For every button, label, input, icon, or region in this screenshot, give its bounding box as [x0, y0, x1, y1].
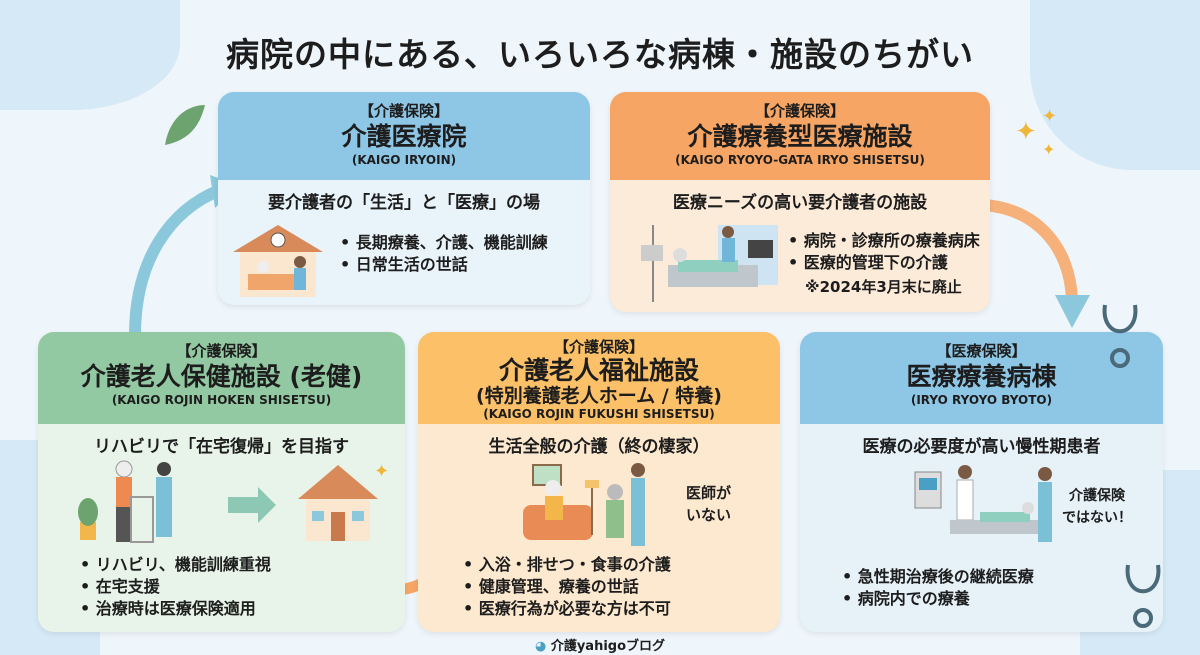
- note-line: 介護保険: [1069, 488, 1125, 504]
- insurance-tag: 【介護保険】: [553, 338, 644, 356]
- bullet-item: 医療行為が必要な方は不可: [463, 598, 671, 620]
- facility-lead: 要介護者の「生活」と「医療」の場: [268, 193, 540, 213]
- bullet-list: 入浴・排せつ・食事の介護 健康管理、療養の世話 医療行為が必要な方は不可: [463, 554, 671, 620]
- card-kaigo-iryoin: 【介護保険】 介護医療院 (KAIGO IRYOIN) 要介護者の「生活」と「医…: [218, 92, 590, 305]
- facility-name: 介護療養型医療施設: [687, 122, 913, 151]
- insurance-tag: 【介護保険】: [754, 102, 845, 120]
- card-kaigo-ryoyogata: 【介護保険】 介護療養型医療施設 (KAIGO RYOYO-GATA IRYO …: [610, 92, 990, 312]
- card-iryo-byoto: 【医療保険】 医療療養病棟 (IRYO RYOYO BYOTO) 医療の必要度が…: [800, 332, 1163, 632]
- home-care-illustration: [233, 225, 323, 297]
- bullet-list: 長期療養、介護、機能訓練 日常生活の世話: [340, 232, 548, 276]
- leaf-icon: [165, 105, 205, 145]
- hospital-bed-illustration: [641, 225, 778, 302]
- facility-subname: (特別養護老人ホーム / 特養): [476, 385, 722, 407]
- card-roken: 【介護保険】 介護老人保健施設 (老健) (KAIGO ROJIN HOKEN …: [38, 332, 405, 632]
- note-line: 医師が: [686, 484, 732, 502]
- card-tokuyo: 【介護保険】 介護老人福祉施設 (特別養護老人ホーム / 特養) (KAIGO …: [418, 332, 780, 632]
- facility-name: 介護老人福祉施設: [498, 356, 699, 385]
- sparkle-icon: ✦✦✦: [1015, 106, 1057, 159]
- bullet-item: 治療時は医療保険適用: [80, 598, 271, 620]
- bullet-list: 急性期治療後の継続医療 病院内での療養: [842, 566, 1034, 610]
- bullet-item: 急性期治療後の継続医療: [842, 566, 1034, 588]
- facility-romaji: (IRYO RYOYO BYOTO): [910, 393, 1053, 407]
- insurance-tag: 【介護保険】: [358, 102, 449, 120]
- flow-arrow: [984, 199, 1090, 328]
- facility-lead: 生活全般の介護（終の棲家）: [488, 437, 710, 457]
- insurance-tag: 【医療保険】: [936, 342, 1027, 360]
- svg-text:✦: ✦: [1042, 140, 1055, 159]
- bullet-list: 病院・診療所の療養病床 医療的管理下の介護: [788, 230, 980, 274]
- bullet-item: 病院内での療養: [842, 588, 1034, 610]
- bullet-item: 医療的管理下の介護: [788, 252, 980, 274]
- svg-text:✦: ✦: [1015, 117, 1037, 147]
- facility-romaji: (KAIGO IRYOIN): [351, 153, 457, 167]
- insurance-tag: 【介護保険】: [176, 342, 267, 360]
- bullet-item: 健康管理、療養の世話: [463, 576, 671, 598]
- facility-lead: リハビリで「在宅復帰」を目指す: [94, 437, 349, 457]
- bullet-list: リハビリ、機能訓練重視 在宅支援 治療時は医療保険適用: [80, 554, 271, 620]
- page-title: 病院の中にある、いろいろな病棟・施設のちがい: [226, 35, 974, 74]
- facility-lead: 医療ニーズの高い要介護者の施設: [672, 193, 928, 213]
- svg-text:✦: ✦: [374, 461, 389, 482]
- bullet-item: 長期療養、介護、機能訓練: [340, 232, 548, 254]
- stethoscope-icon: [1102, 304, 1138, 368]
- bullet-item: 在宅支援: [80, 576, 271, 598]
- hospital-ward-illustration: [914, 465, 1052, 542]
- nursing-home-illustration: [523, 463, 645, 546]
- svg-text:✦: ✦: [1042, 106, 1057, 127]
- bullet-item: 入浴・排せつ・食事の介護: [463, 554, 671, 576]
- no-doctor-note: 医師が いない: [686, 482, 731, 526]
- facility-romaji: (KAIGO ROJIN HOKEN SHISETSU): [111, 393, 332, 407]
- facility-lead: 医療の必要度が高い慢性期患者: [862, 437, 1101, 457]
- logo-icon: ◕: [534, 639, 551, 654]
- facility-name: 介護老人保健施設 (老健): [80, 362, 363, 391]
- footer-text: 介護yahigoブログ: [550, 639, 666, 654]
- note-line: ではない！: [1062, 510, 1132, 526]
- facility-romaji: (KAIGO RYOYO-GATA IRYO SHISETSU): [675, 153, 925, 167]
- abolition-note: ※2024年3月末に廃止: [805, 278, 962, 296]
- footer-logo: ◕ 介護yahigoブログ: [0, 635, 1200, 654]
- rehab-to-home-illustration: ✦: [78, 460, 389, 543]
- note-line: いない: [686, 506, 732, 524]
- facility-romaji: (KAIGO ROJIN FUKUSHI SHISETSU): [483, 407, 715, 421]
- stethoscope-icon: [1125, 564, 1161, 628]
- not-ltc-insurance-note: 介護保険 ではない！: [1062, 485, 1132, 529]
- bullet-item: 病院・診療所の療養病床: [788, 230, 980, 252]
- bullet-item: リハビリ、機能訓練重視: [80, 554, 271, 576]
- facility-name: 医療療養病棟: [906, 362, 1057, 391]
- bullet-item: 日常生活の世話: [340, 254, 548, 276]
- facility-name: 介護医療院: [341, 122, 467, 151]
